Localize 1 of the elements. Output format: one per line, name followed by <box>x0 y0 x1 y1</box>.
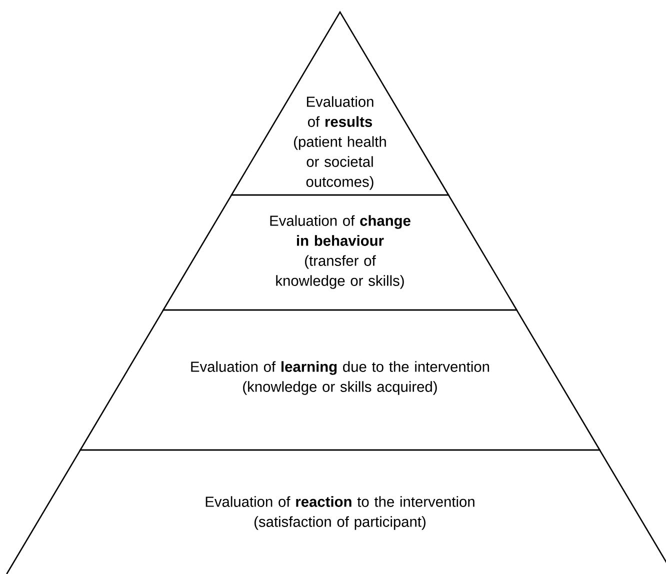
pyramid-level: Evaluation of reaction to the intervention (satisfaction of participant) <box>6 449 666 574</box>
